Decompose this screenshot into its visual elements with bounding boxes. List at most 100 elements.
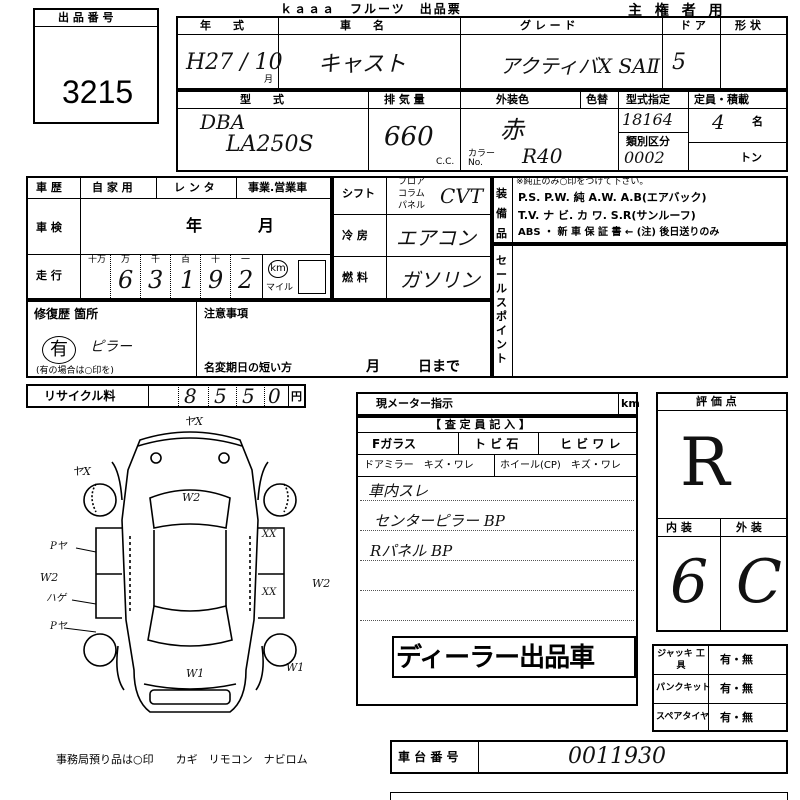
fglass-label: Fガラス bbox=[372, 437, 416, 451]
lot-box bbox=[33, 8, 159, 124]
doors-label: ド ア bbox=[680, 19, 706, 32]
displacement-label: 排 気 量 bbox=[384, 93, 425, 106]
deadline-label: 名変期日の短い方 bbox=[204, 361, 292, 374]
type-spec-value: 18164 bbox=[622, 110, 673, 129]
mileage-label: 走 行 bbox=[36, 269, 62, 282]
repair-notes-table bbox=[26, 300, 492, 378]
inspector-note: センターピラー BP bbox=[374, 512, 505, 530]
shift-label: シフト bbox=[342, 187, 375, 200]
fglass-crack: ヒ ビ ワ レ bbox=[560, 437, 621, 451]
interior-value: 6 bbox=[670, 547, 709, 617]
history-label: 車 歴 bbox=[36, 181, 62, 194]
digit-label-1k: 千 bbox=[151, 255, 161, 265]
rental-option: レ ン タ bbox=[174, 181, 215, 194]
meter-label: 現メーター指示 bbox=[376, 397, 453, 410]
owner-label: 主 権 者 用 bbox=[628, 3, 727, 19]
capacity-label: 定員・積載 bbox=[694, 93, 749, 106]
mile-unit: マイル bbox=[266, 283, 294, 293]
mileage-digit: 1 bbox=[180, 266, 196, 294]
repair-note: (有の場合は○印を) bbox=[36, 366, 114, 376]
capacity-value: 4 bbox=[712, 110, 725, 134]
displacement-value: 660 bbox=[384, 122, 434, 152]
tools-puncture-value: 有・無 bbox=[720, 682, 753, 695]
interior-label: 内 装 bbox=[666, 521, 692, 534]
mileage-digit: 6 bbox=[118, 266, 134, 294]
exterior-label: 外 装 bbox=[736, 521, 762, 534]
car-name-label: 車 名 bbox=[340, 19, 384, 32]
category-value: 0002 bbox=[624, 148, 665, 167]
damage-mark: ハゲ bbox=[46, 593, 66, 604]
tools-puncture-label: パンクキット bbox=[656, 683, 711, 693]
doors-value: 5 bbox=[672, 50, 686, 75]
equipment-note: ※純正のみ○印をつけて下さい。 bbox=[516, 177, 649, 187]
business-option: 事業.営業車 bbox=[248, 181, 308, 194]
car-outline bbox=[83, 431, 297, 713]
meter-unit: km bbox=[621, 397, 640, 410]
mileage-digit: 3 bbox=[148, 266, 164, 294]
model-label: 型 式 bbox=[240, 93, 284, 106]
sheet-title: ｋａａａ フルーツ 出品票 bbox=[280, 2, 462, 16]
sales-point-box bbox=[492, 244, 788, 378]
digit-label-10k: 万 bbox=[121, 255, 131, 265]
color-code-value: R40 bbox=[522, 144, 563, 168]
shift-table bbox=[332, 176, 492, 300]
recycle-unit: 円 bbox=[291, 390, 302, 403]
tools-table bbox=[652, 644, 788, 732]
color-change-label: 色替 bbox=[586, 93, 608, 106]
ac-label: 冷 房 bbox=[342, 229, 368, 242]
color-code-label: カラー No. bbox=[468, 149, 496, 168]
equipment-table bbox=[492, 176, 788, 244]
shift-panel: パネル bbox=[398, 201, 426, 211]
ext-color-label: 外装色 bbox=[496, 93, 529, 106]
load-unit: トン bbox=[740, 151, 762, 164]
car-name-value: キャスト bbox=[318, 52, 407, 77]
chassis-label: 車 台 番 号 bbox=[398, 750, 459, 764]
rating-label: 評 価 点 bbox=[696, 395, 737, 408]
inspector-header: 【 査 定 員 記 入 】 bbox=[430, 418, 530, 431]
damage-mark: ヤX bbox=[184, 415, 203, 428]
lot-number: 3215 bbox=[62, 74, 134, 110]
damage-mark: Pヤ bbox=[50, 541, 67, 552]
damage-mark: Pヤ bbox=[50, 621, 67, 632]
vehicle-table bbox=[176, 16, 788, 90]
tools-jack-label: ジャッキ 工 具 bbox=[657, 649, 705, 671]
recycle-digit: 5 bbox=[242, 384, 255, 408]
digit-label-100: 百 bbox=[181, 255, 191, 265]
shift-value: CVT bbox=[440, 184, 484, 208]
damage-mark: W2 bbox=[182, 491, 201, 504]
inspection-year-unit: 年 bbox=[186, 216, 203, 235]
model-table bbox=[176, 90, 788, 172]
recycle-digit: 8 bbox=[184, 384, 197, 408]
recycle-label: リサイクル料 bbox=[44, 389, 116, 403]
equipment-line-1: P.S. P.W. 純 A.W. A.B(エアバック) bbox=[518, 191, 707, 204]
tools-jack-value: 有・無 bbox=[720, 653, 753, 666]
exterior-value: C bbox=[736, 547, 782, 617]
ac-value: エアコン bbox=[396, 226, 476, 250]
recycle-table bbox=[26, 384, 306, 408]
year-label: 年 式 bbox=[200, 19, 244, 32]
damage-pointers bbox=[63, 547, 97, 633]
mirror-label: ドアミラー キズ・ワレ bbox=[364, 460, 474, 471]
equipment-line-3: ABS ・ 新 車 保 証 書 ← (注) 後日送りのみ bbox=[518, 227, 720, 238]
capacity-unit: 名 bbox=[752, 115, 763, 128]
fuel-value: ガソリン bbox=[400, 268, 480, 292]
damage-mark: W2 bbox=[312, 577, 331, 590]
digit-label-100k: 十万 bbox=[88, 255, 107, 265]
inspection-month-unit: 月 bbox=[258, 216, 275, 235]
damage-mark: W1 bbox=[186, 667, 205, 680]
shape-label: 形 状 bbox=[735, 19, 761, 32]
shift-column: コラム bbox=[398, 189, 425, 199]
inspector-note: Rパネル BP bbox=[370, 542, 453, 560]
deadline-day: 日まで bbox=[418, 359, 460, 375]
mileage-digit: 2 bbox=[238, 266, 254, 294]
fuel-label: 燃 料 bbox=[342, 271, 368, 284]
private-use-option: 自 家 用 bbox=[92, 181, 133, 194]
category-label: 類別区分 bbox=[626, 135, 670, 148]
tools-spare-value: 有・無 bbox=[720, 711, 753, 724]
recycle-digit: 0 bbox=[268, 384, 281, 408]
repair-part: ピラー bbox=[90, 339, 132, 355]
damage-mark: XX bbox=[262, 587, 277, 598]
digit-label-1: 一 bbox=[241, 255, 251, 265]
